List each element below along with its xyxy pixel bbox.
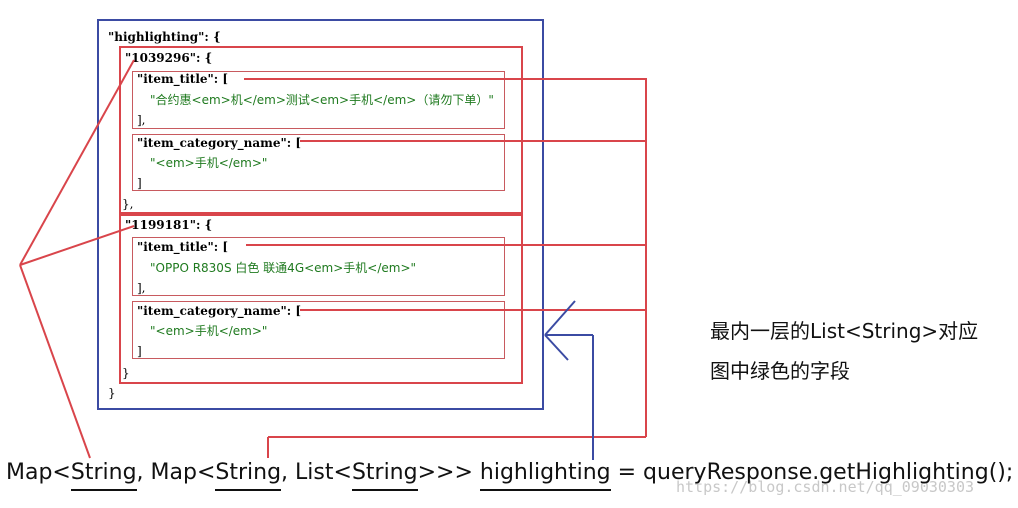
formula-string-3: String xyxy=(351,460,418,491)
doc2-item-title-box xyxy=(132,237,505,296)
annotation-line-1: 最内一层的List<String>对应 xyxy=(710,319,979,343)
root-close-line: } xyxy=(108,386,116,400)
doc2-category-close: ] xyxy=(137,344,142,358)
doc2-close: } xyxy=(122,366,130,380)
doc2-category-key: "item_category_name": [ xyxy=(137,304,302,318)
formula-map-open-2: , Map< xyxy=(136,460,216,485)
doc1-category-close: ] xyxy=(137,176,142,190)
doc2-title-close: ], xyxy=(137,281,146,295)
arrow-head-upper xyxy=(544,300,576,336)
doc1-category-key: "item_category_name": [ xyxy=(137,136,302,150)
arrow-head-lower xyxy=(544,334,569,361)
formula-highlighting-var: highlighting xyxy=(479,460,611,491)
formula-map-open: Map< xyxy=(6,460,71,485)
doc1-title-close: ], xyxy=(137,113,146,127)
watermark: https://blog.csdn.net/qq_09030303 xyxy=(676,478,975,496)
highlighting-outer-box xyxy=(97,19,544,410)
doc-1199181-box xyxy=(119,214,523,384)
formula-assignment: = queryResponse.getHighlighting(); xyxy=(610,460,1014,485)
doc1-id-line: "1039296": { xyxy=(125,51,213,65)
root-open-line: "highlighting": { xyxy=(108,30,221,44)
doc1-category-value: "<em>手机</em>" xyxy=(150,156,268,170)
doc1-title-value: "合约惠<em>机</em>测试<em>手机</em>（请勿下单）" xyxy=(150,93,494,107)
connector-string1 xyxy=(19,264,91,459)
doc1-item-title-box xyxy=(132,71,505,129)
doc-1039296-box xyxy=(119,46,523,214)
doc2-category-value: "<em>手机</em>" xyxy=(150,324,268,338)
formula-close-brackets: >>> xyxy=(417,460,480,485)
connector-docid-2 xyxy=(19,225,135,266)
doc1-item-category-box xyxy=(132,134,505,191)
annotation-line-2: 图中绿色的字段 xyxy=(710,359,850,383)
doc2-id-line: "1199181": { xyxy=(125,218,213,232)
doc2-item-category-box xyxy=(132,301,505,359)
doc2-title-key: "item_title": [ xyxy=(137,240,229,254)
connector-docid-1 xyxy=(19,59,135,266)
formula-string-1: String xyxy=(70,460,137,491)
formula-string-2: String xyxy=(215,460,282,491)
doc2-title-value: "OPPO R830S 白色 联通4G<em>手机</em>" xyxy=(150,261,417,275)
doc1-title-key: "item_title": [ xyxy=(137,72,229,86)
formula-list-open: , List< xyxy=(281,460,352,485)
doc1-close: }, xyxy=(122,197,134,211)
java-formula: Map<String, Map<String, List<String>>> h… xyxy=(6,460,1014,491)
